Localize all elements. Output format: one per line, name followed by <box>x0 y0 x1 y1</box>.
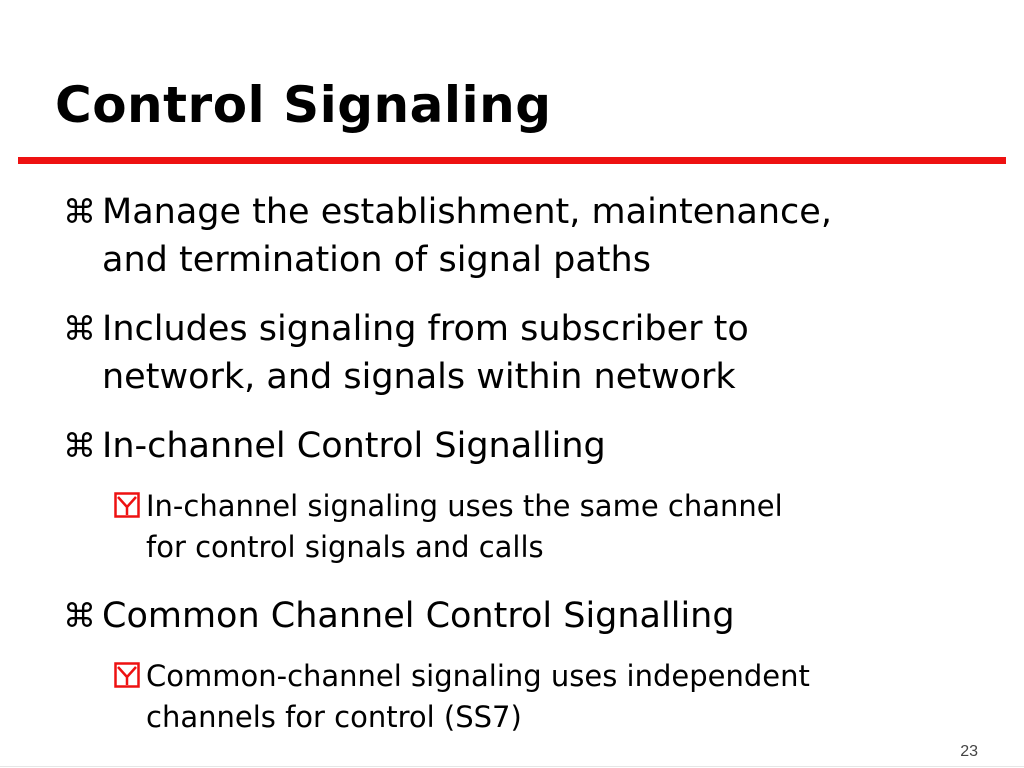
sub-bullet-text-continued: channels for control (SS7) <box>146 700 522 734</box>
sub-bullet-item: In-channel signaling uses the same chann… <box>114 486 783 568</box>
bullet-text-continued: network, and signals within network <box>102 357 736 397</box>
bullet-item: ⌘Common Channel Control Signalling <box>63 592 735 640</box>
sub-bullet-text-continued: for control signals and calls <box>146 530 544 564</box>
checkbox-icon <box>114 492 146 518</box>
bullet-item: ⌘In-channel Control Signalling <box>63 422 606 470</box>
title-underline <box>18 157 1006 164</box>
command-bullet-icon: ⌘ <box>63 596 96 635</box>
page-number: 23 <box>960 743 978 760</box>
slide-title: Control Signaling <box>55 76 552 134</box>
sub-bullet-item: Common-channel signaling uses independen… <box>114 656 810 738</box>
sub-bullet-text: Common-channel signaling uses independen… <box>146 659 810 693</box>
bullet-item: ⌘Includes signaling from subscriber to n… <box>63 305 749 401</box>
sub-bullet-text: In-channel signaling uses the same chann… <box>146 489 783 523</box>
bottom-divider <box>0 766 1024 767</box>
checkbox-icon <box>114 662 146 688</box>
bullet-text: In-channel Control Signalling <box>102 426 606 466</box>
bullet-text: Manage the establishment, maintenance, <box>102 192 832 232</box>
bullet-text: Common Channel Control Signalling <box>102 596 735 636</box>
command-bullet-icon: ⌘ <box>63 309 96 348</box>
bullet-text: Includes signaling from subscriber to <box>102 309 749 349</box>
bullet-text-continued: and termination of signal paths <box>102 240 651 280</box>
command-bullet-icon: ⌘ <box>63 426 96 465</box>
command-bullet-icon: ⌘ <box>63 192 96 231</box>
bullet-item: ⌘Manage the establishment, maintenance, … <box>63 188 832 284</box>
